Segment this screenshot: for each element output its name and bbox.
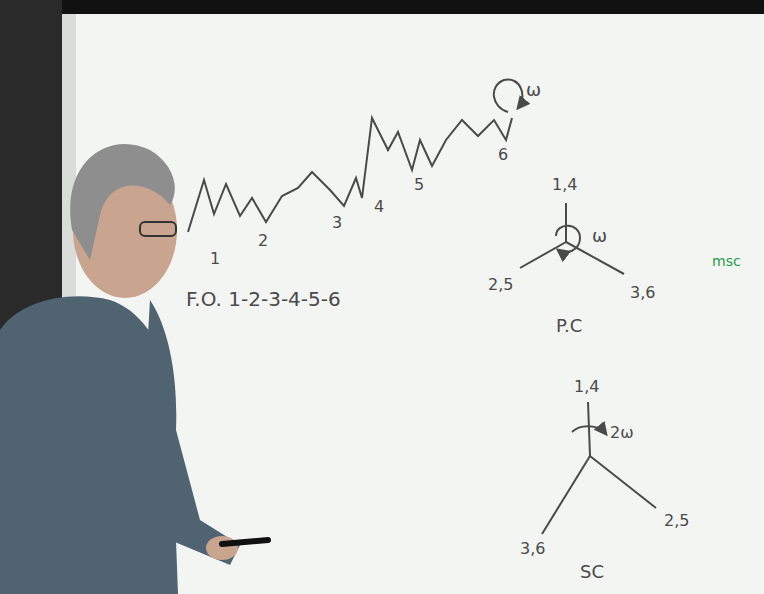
carbon-number: 5 <box>414 176 424 194</box>
board-frame-top <box>0 0 764 14</box>
carbon-number: 4 <box>374 198 384 216</box>
carbon-number: 6 <box>498 146 508 164</box>
sequence-note: F.O. 1-2-3-4-5-6 <box>186 288 341 310</box>
position-label: 1,4 <box>574 378 599 396</box>
position-label: 2,5 <box>664 512 689 530</box>
position-label: 3,6 <box>630 284 655 302</box>
rotation-symbol: ω <box>526 80 541 100</box>
rotation-symbol: 2ω <box>610 424 634 442</box>
newman-projection <box>520 203 624 274</box>
carbon-number: 3 <box>332 214 342 232</box>
carbon-number: 2 <box>258 232 268 250</box>
lecturer-figure <box>0 144 268 594</box>
rotation-symbol: ω <box>592 226 607 246</box>
newman-projection <box>542 402 656 534</box>
position-label: 3,6 <box>520 540 545 558</box>
conformation-label: SC <box>580 562 604 582</box>
rotation-arrow <box>494 79 523 112</box>
zigzag-chain <box>188 118 512 232</box>
position-label: 2,5 <box>488 276 513 294</box>
position-label: 1,4 <box>552 176 577 194</box>
carbon-number: 1 <box>210 250 220 268</box>
note: msc <box>712 254 741 269</box>
conformation-label: P.C <box>556 316 582 336</box>
